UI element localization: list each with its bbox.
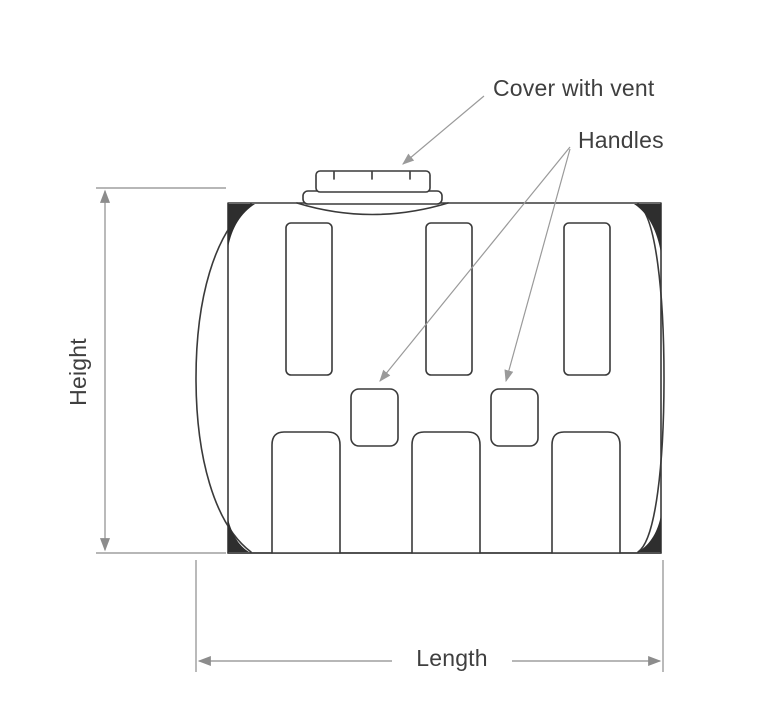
rib-left (285, 222, 333, 376)
corner-wedge-top-right (634, 204, 661, 253)
handles-leader-line-left (379, 146, 571, 382)
cover-dish-curve (296, 202, 449, 216)
rib-center (425, 222, 473, 376)
handle-left (350, 388, 399, 447)
corner-wedge-bottom-right (638, 515, 661, 552)
cover-flange (302, 190, 443, 205)
tank-body (195, 170, 665, 554)
dimension-height: Height (65, 187, 226, 554)
cover-lid (315, 170, 431, 193)
tank-right-bulge (637, 203, 665, 553)
dimension-length: Length (195, 560, 664, 672)
corner-wedge-bottom-left (228, 519, 249, 552)
leg-center (411, 431, 481, 554)
rib-right (563, 222, 611, 376)
tank-left-bulge (195, 203, 252, 553)
length-label: Length (416, 645, 488, 671)
cover-label: Cover with vent (493, 75, 655, 101)
handles-leader-line-right (504, 148, 571, 383)
leg-left (271, 431, 341, 554)
cover-vent-ticks (333, 171, 411, 180)
cover-leader-line (402, 95, 485, 165)
height-label: Height (65, 338, 91, 406)
callouts: Cover with vent Handles (379, 75, 664, 383)
handle-right (490, 388, 539, 447)
corner-wedge-top-left (228, 204, 255, 248)
leg-right (551, 431, 621, 554)
handles-label: Handles (578, 127, 664, 153)
